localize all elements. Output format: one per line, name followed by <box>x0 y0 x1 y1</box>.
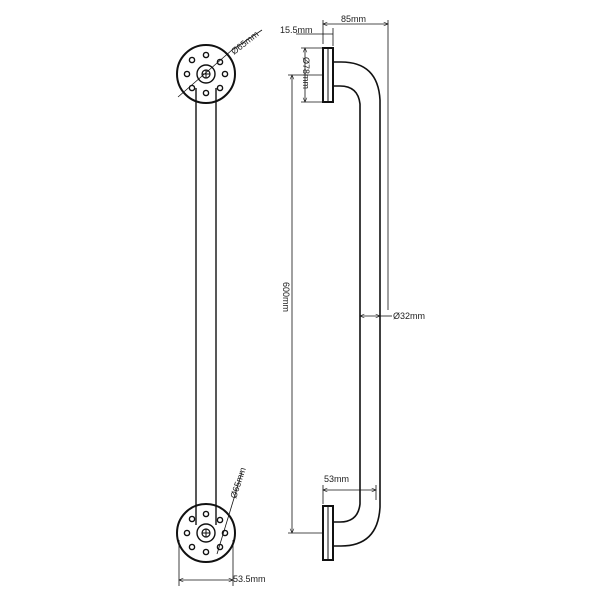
base-width-dimension: 53.5mm <box>179 540 266 586</box>
wall-plate-top <box>322 47 334 103</box>
grab-bar-icon <box>195 88 217 525</box>
length-dimension: 600mm <box>281 75 323 533</box>
base-width-label: 53.5mm <box>233 574 266 584</box>
length-label: 600mm <box>281 282 291 312</box>
tube-diameter-label: Ø32mm <box>393 311 425 321</box>
projection-dimension: 85mm <box>323 14 388 310</box>
plate-diameter-label: Ø78mm <box>301 57 311 89</box>
flange-bottom-icon: Ø65mm <box>176 466 248 563</box>
bent-tube <box>333 61 381 547</box>
plate-thickness-label: 15.5mm <box>280 25 313 35</box>
tube-diameter-dimension: Ø32mm <box>360 311 425 321</box>
projection-label: 85mm <box>341 14 366 24</box>
bend-offset-label: 53mm <box>324 474 349 484</box>
flange-top-icon: Ø65mm <box>176 29 263 104</box>
flange-hole-diameter-label-bottom: Ø65mm <box>228 466 247 500</box>
flange-hole-diameter-label-top: Ø65mm <box>229 29 260 57</box>
wall-plate-bottom <box>322 505 334 561</box>
side-view: 85mm 15.5mm Ø78mm 600mm Ø32mm <box>280 14 425 561</box>
plate-thickness-dimension: 15.5mm <box>280 25 334 46</box>
bend-offset-dimension: 53mm <box>323 474 376 504</box>
front-view: Ø65mm Ø65mm <box>176 29 266 586</box>
